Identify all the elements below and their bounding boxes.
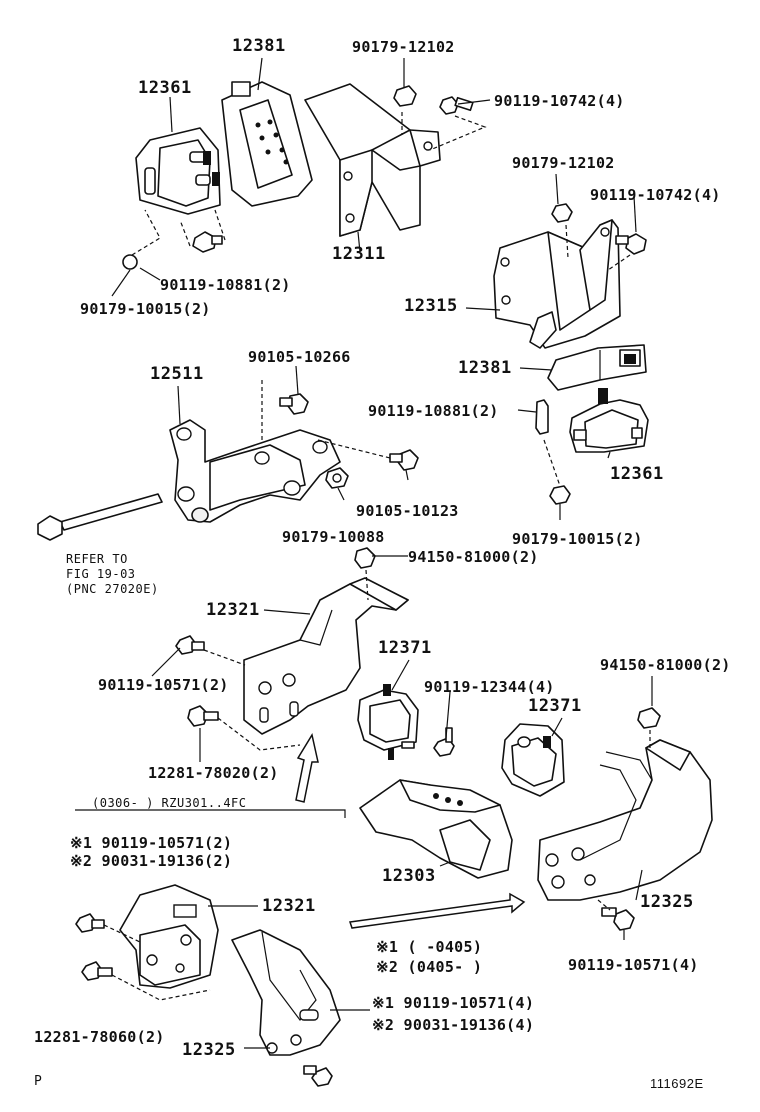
- cushion-12381-top-drawing: [221, 81, 313, 207]
- part-label-12281-78060: 12281-78060(2): [34, 1028, 165, 1046]
- crossmember-12303-drawing: [359, 779, 513, 879]
- bracket-12511-drawing: [37, 380, 419, 541]
- part-label-90179-12102-top: 90179-12102: [352, 38, 455, 56]
- figure-id: 111692E: [650, 1076, 704, 1091]
- refer-note-line-2: FIG 19-03: [66, 567, 136, 581]
- support-12325-right-drawing: [349, 707, 713, 931]
- part-label-12325-low: 12325: [182, 1040, 236, 1060]
- top-fasteners-drawing: [122, 85, 487, 270]
- section-divider: [75, 809, 346, 818]
- part-label-12311: 12311: [332, 244, 386, 264]
- part-label-12321-low: 12321: [262, 896, 316, 916]
- part-label-12511: 12511: [150, 364, 204, 384]
- refer-note-line-3: (PNC 27020E): [66, 582, 159, 596]
- part-label-12381-right: 12381: [458, 358, 512, 378]
- part-label-12361-top: 12361: [138, 78, 192, 98]
- part-label-94150-81000-right: 94150-81000(2): [600, 656, 731, 674]
- mount-12371-right-drawing: [501, 723, 565, 797]
- cushion-12381-right-drawing: [547, 344, 647, 391]
- page-letter: P: [34, 1074, 43, 1089]
- engine-mount-12361-right-drawing: [535, 388, 649, 505]
- part-label-90119-12344: 90119-12344(4): [424, 678, 555, 696]
- part-label-12325-right: 12325: [640, 892, 694, 912]
- part-label-90179-10015-top: 90179-10015(2): [80, 300, 211, 318]
- engine-mount-12361-top-drawing: [135, 127, 221, 215]
- note-2-part-label: ※2 90031-19136(2): [70, 852, 233, 870]
- refer-note-line-1: REFER TO: [66, 552, 128, 566]
- part-label-90119-10742-top: 90119-10742(4): [494, 92, 625, 110]
- bracket-12311-drawing: [304, 83, 441, 237]
- legend-note-1: ※1 ( -0405): [376, 938, 483, 956]
- part-label-90119-10571-mid: 90119-10571(2): [98, 676, 229, 694]
- part-label-90119-10571-right: 90119-10571(4): [568, 956, 699, 974]
- note-1-part-label: ※1 90119-10571(2): [70, 834, 233, 852]
- bracket-12315-drawing: [493, 203, 647, 349]
- mount-12371-mid-drawing: [357, 684, 455, 760]
- part-label-12321-mid: 12321: [206, 600, 260, 620]
- bracket-12321-low-drawing: [75, 884, 219, 1001]
- part-label-90179-10088: 90179-10088: [282, 528, 385, 546]
- part-label-12381-top: 12381: [232, 36, 286, 56]
- part-label-90179-12102-right: 90179-12102: [512, 154, 615, 172]
- part-label-90119-10881-top: 90119-10881(2): [160, 276, 291, 294]
- part-label-12371-right: 12371: [528, 696, 582, 716]
- part-label-94150-81000-mid: 94150-81000(2): [408, 548, 539, 566]
- part-label-90119-10742-right: 90119-10742(4): [590, 186, 721, 204]
- note-2-low-label: ※2 90031-19136(4): [372, 1016, 535, 1034]
- part-label-12281-78020: 12281-78020(2): [148, 764, 279, 782]
- part-label-12371-mid: 12371: [378, 638, 432, 658]
- support-12325-low-drawing: [231, 929, 341, 1087]
- leader-lines: [111, 57, 653, 1049]
- part-label-90119-10881-right: 90119-10881(2): [368, 402, 499, 420]
- part-label-12315: 12315: [404, 296, 458, 316]
- part-label-12303: 12303: [382, 866, 436, 886]
- part-label-90105-10123: 90105-10123: [356, 502, 459, 520]
- part-label-90105-10266: 90105-10266: [248, 348, 351, 366]
- section-header-label: (0306- ) RZU301..4FC: [92, 796, 247, 810]
- part-label-12361-right: 12361: [610, 464, 664, 484]
- note-1-low-label: ※1 90119-10571(4): [372, 994, 535, 1012]
- bracket-12321-mid-drawing: [175, 547, 409, 803]
- legend-note-2: ※2 (0405- ): [376, 958, 483, 976]
- part-label-90179-10015-right: 90179-10015(2): [512, 530, 643, 548]
